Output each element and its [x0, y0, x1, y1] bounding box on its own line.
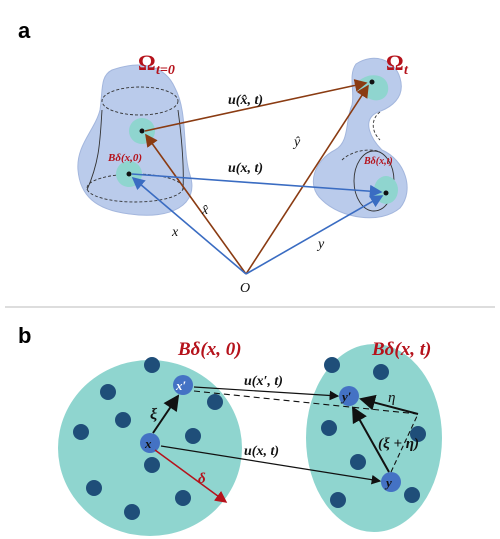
arrow-y: [245, 195, 384, 275]
particle: [410, 426, 426, 442]
panel-b-letter: b: [18, 323, 31, 348]
u-label: u(x, t): [228, 161, 263, 176]
particle: [115, 412, 131, 428]
xi-eta-label: (ξ + η): [378, 436, 419, 452]
omega0-symbol: Ω: [138, 50, 156, 75]
ball0-title: Bδ(x, 0): [177, 339, 242, 360]
particle: [330, 492, 346, 508]
x-prime-label: x′: [175, 378, 187, 393]
omegaT-symbol: Ω: [386, 50, 404, 75]
ballT-disc: [306, 344, 442, 532]
delta-label: δ: [198, 471, 206, 487]
x-label-b: x: [144, 436, 152, 451]
arrow-u-hat: [144, 79, 368, 132]
panel-a-letter: a: [18, 18, 31, 43]
particle: [144, 357, 160, 373]
particle: [100, 384, 116, 400]
u-label-b: u(x, t): [244, 444, 279, 459]
arrow-u-prime: [193, 386, 340, 401]
x-label-a: x: [171, 225, 179, 240]
arrow-u: [131, 173, 383, 198]
particle: [207, 394, 223, 410]
point-y-prime: [339, 386, 359, 406]
y-label-b: y: [384, 475, 392, 490]
point-y: [383, 190, 389, 196]
ballT-label-a: Bδ(x,t): [363, 156, 393, 167]
particle: [124, 504, 140, 520]
arrow-delta: [154, 449, 228, 503]
particle: [144, 457, 160, 473]
arrow-yhat: [245, 84, 369, 275]
origin-label: O: [240, 281, 250, 296]
eta-label: η: [388, 390, 395, 406]
particle: [404, 487, 420, 503]
point-x-prime: [173, 375, 193, 395]
particle: [185, 428, 201, 444]
omegaT-label: Ω t: [386, 50, 409, 78]
xi-label: ξ: [150, 406, 158, 423]
ballT-title: Bδ(x, t): [371, 339, 431, 360]
y-label-a: y: [316, 237, 325, 252]
particle: [373, 364, 389, 380]
arrow-xi: [152, 394, 180, 434]
particle: [86, 480, 102, 496]
y-hat-label: ŷ: [292, 135, 301, 150]
ball-x-t: [374, 176, 398, 204]
y-prime-label: y′: [340, 389, 352, 404]
particles: [73, 357, 426, 520]
dashed-line: [193, 390, 419, 415]
u-prime-label: u(x′, t): [244, 374, 283, 389]
arrow-eta: [359, 394, 419, 415]
omega0-subscript: t=0: [156, 63, 175, 78]
x-hat-label: x̂: [201, 203, 209, 218]
arrow-xhat: [145, 133, 247, 275]
point-x-b: [140, 433, 160, 453]
omega0-label: Ω t=0: [138, 50, 175, 78]
point-y-b: [381, 472, 401, 492]
particle: [321, 420, 337, 436]
particle: [73, 424, 89, 440]
omegaT-subscript: t: [404, 63, 409, 78]
arrow-xi-eta: [352, 406, 390, 473]
u-hat-label: u(x̂, t): [228, 93, 263, 108]
point-xhat: [139, 128, 145, 134]
arrow-x: [131, 176, 247, 275]
ball0-label-a: Bδ(x,0): [107, 152, 142, 164]
particle: [350, 454, 366, 470]
point-yhat: [369, 79, 375, 85]
point-x: [126, 171, 132, 177]
arrow-u-b: [160, 445, 382, 485]
particle: [324, 357, 340, 373]
dashed-line-2: [390, 413, 419, 473]
particle: [175, 490, 191, 506]
